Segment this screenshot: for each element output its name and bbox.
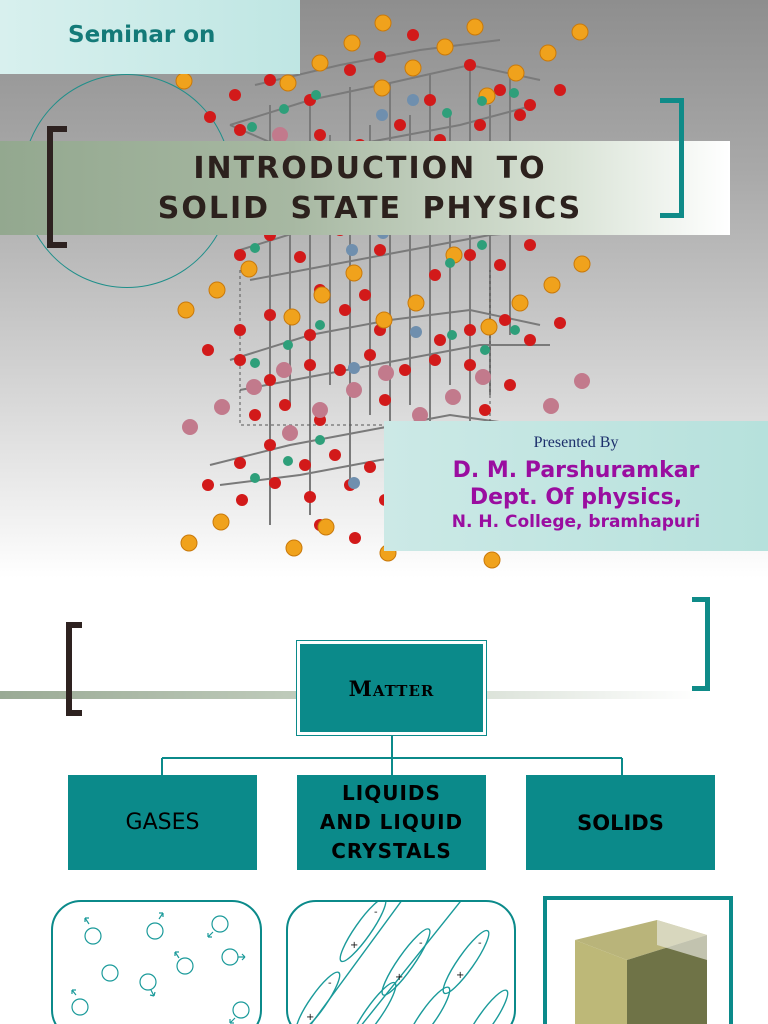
left-bracket-decoration [66,622,82,716]
matter-classification-slide: Matter GASES LIQUIDS AND LIQUID CRYSTALS… [0,578,768,1024]
slide-title: INTRODUCTION TO SOLID STATE PHYSICS [120,149,620,229]
svg-text:+: + [306,1012,314,1023]
presenter-college: N. H. College, bramhapuri [451,512,701,532]
title-line-1: INTRODUCTION TO [193,151,547,186]
liquids-line-1: LIQUIDS [342,781,441,805]
presenter-department: Dept. Of physics, [469,485,683,510]
title-band [0,141,730,235]
svg-text:-: - [328,978,332,989]
left-bracket-decoration [47,126,67,248]
title-line-2: SOLID STATE PHYSICS [157,191,583,226]
svg-text:-: - [374,907,378,918]
presenter-name: D. M. Parshuramkar [452,458,700,483]
seminar-label: Seminar on [68,22,216,48]
gases-box: GASES [68,775,257,870]
liquids-line-2: AND LIQUID [319,810,464,834]
liquids-label: LIQUIDS AND LIQUID CRYSTALS [320,779,463,866]
tree-connector-lines [161,735,623,775]
matter-box: Matter [296,640,487,736]
solid-cube-icon [575,920,707,1024]
gas-molecules-icon [71,912,250,1024]
gas-molecules-illustration [51,900,262,1024]
solid-cube-illustration [543,896,733,1024]
svg-text:+: + [395,972,403,983]
right-bracket-decoration [660,98,684,218]
liquids-box: LIQUIDS AND LIQUID CRYSTALS [297,775,486,870]
presented-by-label: Presented By [533,434,619,451]
right-bracket-decoration [692,597,710,691]
liquid-crystal-molecules-icon: + - + - + - + - [295,902,509,1024]
liquid-crystal-illustration: + - + - + - + - [286,900,516,1024]
svg-text:-: - [419,938,423,949]
solids-box: SOLIDS [526,775,715,870]
seminar-banner: Seminar on [0,0,300,74]
svg-text:+: + [350,940,358,951]
svg-text:+: + [456,970,464,981]
presenter-box: Presented By D. M. Parshuramkar Dept. Of… [384,421,768,551]
crystal-lattice-illustration [175,14,591,569]
svg-text:-: - [478,938,482,949]
liquids-line-3: CRYSTALS [331,839,452,863]
title-slide: Seminar on INTRODUCTION TO SOLID STATE P… [0,0,768,578]
